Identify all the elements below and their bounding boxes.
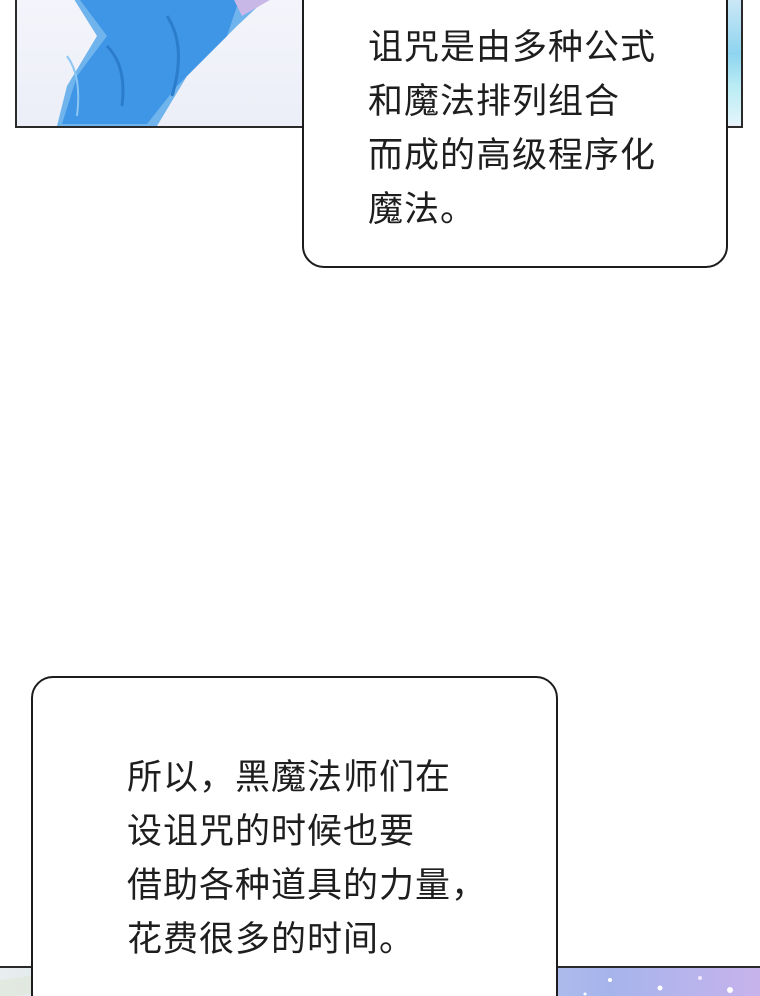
speech-line: 所以，黑魔法师们在 <box>127 758 452 798</box>
speech-text: 诅咒是由多种公式 和魔法排列组合 而成的高级程序化 魔法。 <box>368 21 656 237</box>
speech-text: 所以，黑魔法师们在 设诅咒的时候也要 借助各种道具的力量， 花费很多的时间。 <box>127 751 487 967</box>
character-sleeve-art <box>57 0 270 126</box>
speech-line: 而成的高级程序化 <box>368 136 657 176</box>
speech-line: 和魔法排列组合 <box>368 82 621 122</box>
speech-box-black-mages: 所以，黑魔法师们在 设诅咒的时候也要 借助各种道具的力量， 花费很多的时间。 <box>31 676 558 996</box>
speech-line: 花费很多的时间。 <box>127 920 416 960</box>
speech-box-curse-definition: 诅咒是由多种公式 和魔法排列组合 而成的高级程序化 魔法。 <box>302 0 728 268</box>
speech-line: 魔法。 <box>368 190 477 230</box>
speech-line: 借助各种道具的力量， <box>127 866 488 906</box>
speech-line: 诅咒是由多种公式 <box>368 28 657 68</box>
speech-line: 设诅咒的时候也要 <box>127 812 416 852</box>
